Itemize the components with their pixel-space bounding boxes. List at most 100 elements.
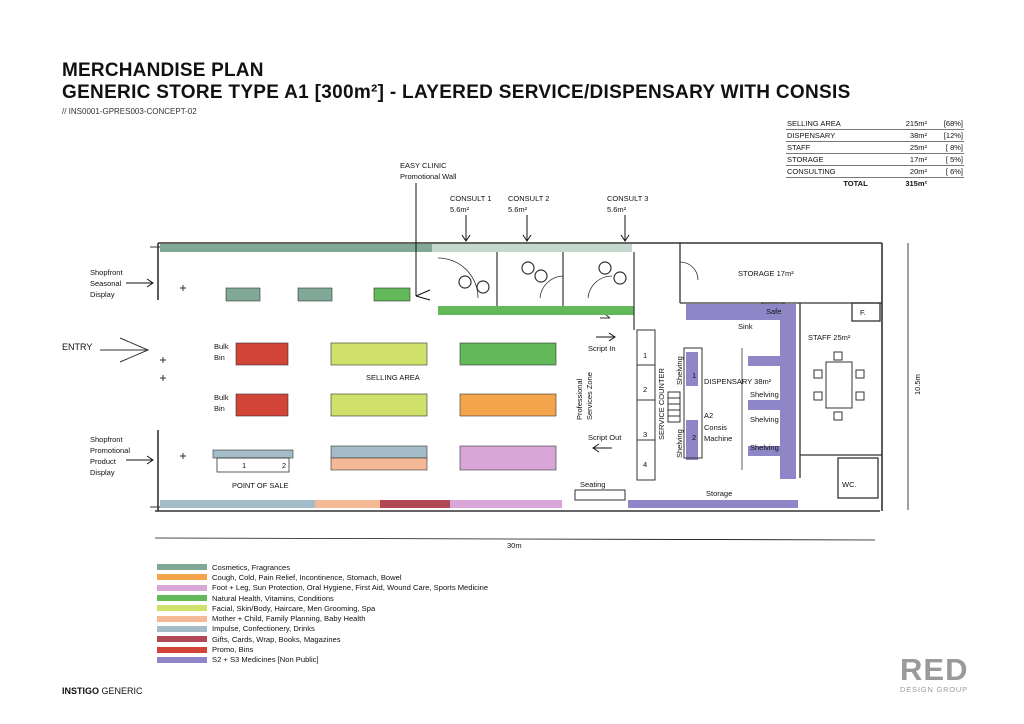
label-shelving-2: Shelving bbox=[750, 415, 779, 424]
label-dispensary: DISPENSARY 38m² bbox=[704, 377, 772, 386]
area-name: STORAGE bbox=[786, 153, 886, 166]
label-entry: ENTRY bbox=[62, 342, 92, 352]
label-shopfront-promo-2: Promotional bbox=[90, 446, 130, 455]
label-disp-1: 1 bbox=[692, 371, 696, 380]
legend-item: Natural Health, Vitamins, Conditions bbox=[157, 593, 488, 603]
label-pos-2: 2 bbox=[282, 461, 286, 470]
label-consis-2: Machine bbox=[704, 434, 732, 443]
area-name: STAFF bbox=[786, 141, 886, 154]
legend-label: Mother + Child, Family Planning, Baby He… bbox=[212, 614, 366, 624]
entry-marker bbox=[100, 337, 150, 363]
legend-swatch bbox=[157, 574, 207, 581]
label-service-counter: SERVICE COUNTER bbox=[657, 367, 666, 440]
label-shopfront-promo-3: Product bbox=[90, 457, 117, 466]
staff-table bbox=[813, 351, 865, 421]
wall-shelf-consult bbox=[432, 244, 632, 252]
label-shopfront-seasonal-1: Shopfront bbox=[90, 268, 123, 277]
legend-swatch bbox=[157, 584, 207, 591]
legend-item: Cosmetics, Fragrances bbox=[157, 562, 488, 572]
legend-label: S2 + S3 Medicines [Non Public] bbox=[212, 655, 319, 665]
legend-item: Facial, Skin/Body, Haircare, Men Groomin… bbox=[157, 603, 488, 613]
legend-swatch bbox=[157, 625, 207, 632]
display-markers bbox=[160, 285, 611, 459]
label-storage-room: STORAGE 17m² bbox=[738, 269, 794, 278]
dispensary-shelving bbox=[686, 304, 796, 479]
label-height-dim: 10.5m bbox=[913, 374, 922, 395]
label-shelving-1: Shelving bbox=[750, 390, 779, 399]
label-consult-1: CONSULT 1 bbox=[450, 194, 491, 203]
label-shopfront-seasonal-2: Seasonal bbox=[90, 279, 122, 288]
label-counter-2: 2 bbox=[643, 385, 647, 394]
legend-label: Cosmetics, Fragrances bbox=[212, 562, 291, 572]
label-shopfront-promo-1: Shopfront bbox=[90, 435, 123, 444]
label-bulk-bin-2b: Bin bbox=[214, 404, 225, 413]
area-value: 25m² bbox=[885, 141, 928, 154]
bottom-strip-storage bbox=[628, 500, 798, 508]
label-professional-2: Services Zone bbox=[585, 372, 594, 420]
label-consis-1: Consis bbox=[704, 423, 727, 432]
bottom-strip-foot bbox=[450, 500, 562, 508]
label-script-in: Script In bbox=[588, 344, 616, 353]
label-bulk-bin-2a: Bulk bbox=[214, 393, 229, 402]
label-sink: Sink bbox=[738, 322, 753, 331]
label-consult-2-area: 5.6m² bbox=[508, 205, 528, 214]
legend-item: Foot + Leg, Sun Protection, Oral Hygiene… bbox=[157, 583, 488, 593]
legend-swatch bbox=[157, 605, 207, 612]
bottom-strip-gifts bbox=[380, 500, 450, 508]
label-shopfront-seasonal-3: Display bbox=[90, 290, 115, 299]
legend-label: Promo, Bins bbox=[212, 645, 254, 655]
label-f: F. bbox=[860, 308, 866, 317]
label-selling-area: SELLING AREA bbox=[366, 373, 420, 382]
label-promo-wall: Promotional Wall bbox=[400, 172, 457, 181]
label-counter-1: 1 bbox=[643, 351, 647, 360]
label-professional-1: Professional bbox=[575, 378, 584, 420]
label-disp-2: 2 bbox=[692, 433, 696, 442]
label-shopfront-promo-4: Display bbox=[90, 468, 115, 477]
page-title: MERCHANDISE PLAN bbox=[62, 60, 264, 81]
wall-shelf-cosmetics bbox=[160, 244, 432, 252]
label-shelving-v1: Shelving bbox=[675, 356, 684, 385]
area-value: 38m² bbox=[885, 129, 928, 142]
label-consult-2: CONSULT 2 bbox=[508, 194, 549, 203]
area-pct: [ 5%] bbox=[928, 153, 964, 166]
red-design-logo: RED DESIGN GROUP bbox=[900, 652, 969, 694]
label-width-dim: 30m bbox=[507, 541, 522, 550]
label-easy-clinic: EASY CLINIC bbox=[400, 161, 447, 170]
total-label: TOTAL bbox=[843, 179, 868, 188]
logo-main: RED bbox=[900, 652, 969, 687]
legend-label: Impulse, Confectionery, Drinks bbox=[212, 624, 315, 634]
area-name: DISPENSARY bbox=[786, 129, 886, 142]
label-script-out: Script Out bbox=[588, 433, 622, 442]
legend-label: Natural Health, Vitamins, Conditions bbox=[212, 593, 334, 603]
label-counter-3: 3 bbox=[643, 430, 647, 439]
consult-rooms bbox=[437, 252, 635, 330]
consult-front-strip bbox=[438, 306, 634, 315]
total-value: 315m² bbox=[905, 179, 927, 188]
brand-bold: INSTIGO bbox=[62, 686, 100, 696]
outer-walls bbox=[150, 242, 883, 512]
label-shelving-v2: Shelving bbox=[675, 429, 684, 458]
document-code: // INS0001-GPRES003-CONCEPT-02 bbox=[62, 107, 197, 116]
service-counter bbox=[574, 329, 703, 501]
label-staff: STAFF 25m² bbox=[808, 333, 851, 342]
label-consult-1-area: 5.6m² bbox=[450, 205, 470, 214]
label-safe: Safe bbox=[766, 307, 781, 316]
legend-label: Facial, Skin/Body, Haircare, Men Groomin… bbox=[212, 603, 376, 613]
legend-item: Cough, Cold, Pain Relief, Incontinence, … bbox=[157, 572, 488, 582]
legend-item: Mother + Child, Family Planning, Baby He… bbox=[157, 613, 488, 623]
legend-item: Promo, Bins bbox=[157, 644, 488, 654]
logo-sub: DESIGN GROUP bbox=[900, 685, 968, 694]
legend-swatch bbox=[157, 656, 207, 663]
area-name: SELLING AREA bbox=[786, 118, 886, 130]
label-consult-3: CONSULT 3 bbox=[607, 194, 648, 203]
legend-label: Cough, Cold, Pain Relief, Incontinence, … bbox=[212, 572, 402, 582]
area-pct: [ 6%] bbox=[928, 165, 964, 178]
